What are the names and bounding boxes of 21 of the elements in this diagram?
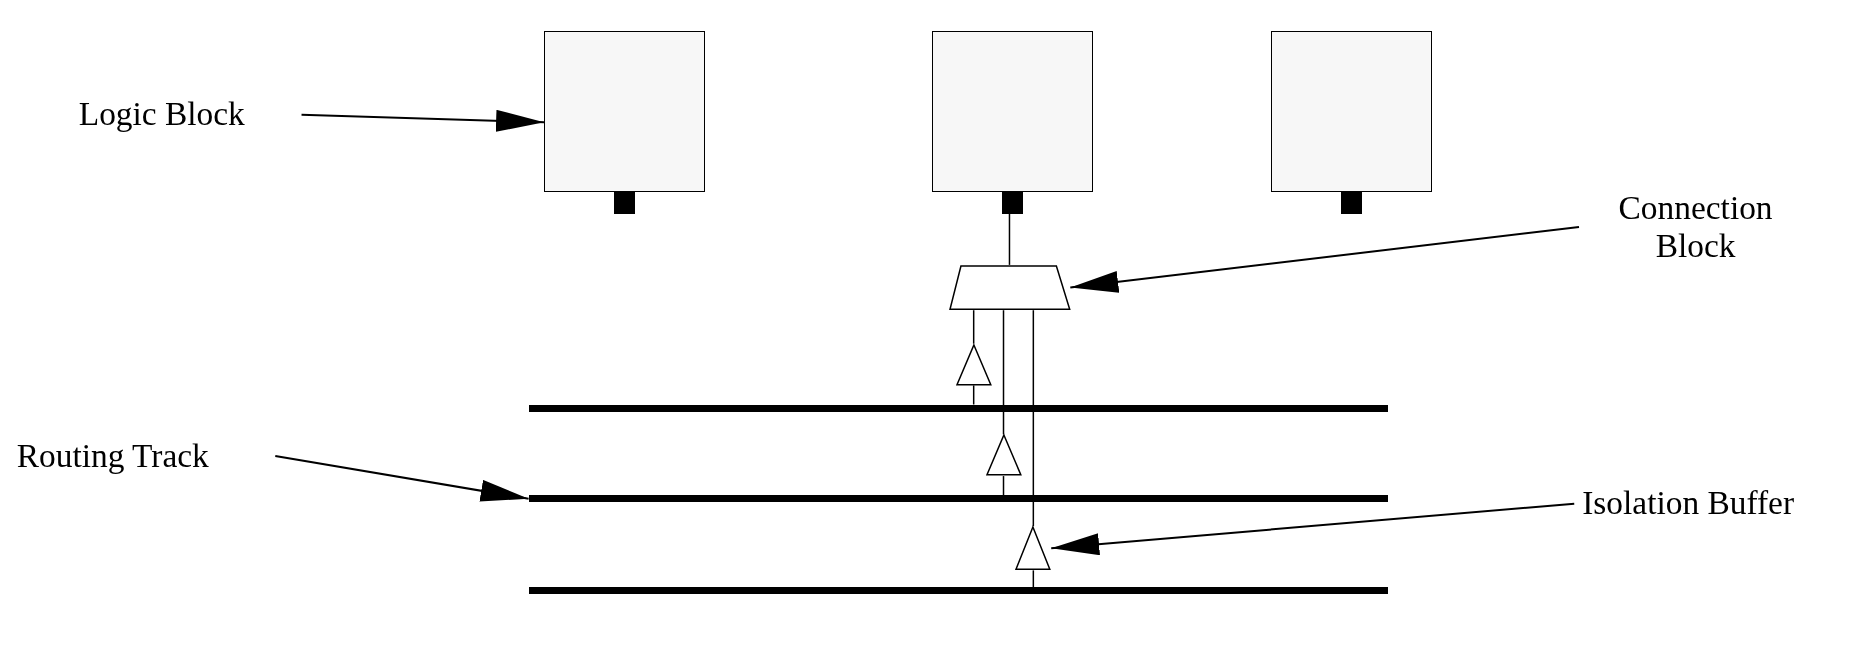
callout-label: Routing Track: [16, 436, 268, 476]
wire: [972, 384, 975, 406]
logic-block-drawing: [931, 31, 1093, 214]
buffer-triangle: [1015, 526, 1052, 571]
leader-arrow: [274, 454, 530, 502]
callout-label: Connection Block: [1587, 188, 1805, 266]
callout-label: Isolation Buffer: [1582, 484, 1852, 523]
wire: [1002, 309, 1005, 436]
wire: [1002, 475, 1005, 496]
logic-block-drawing: [1270, 31, 1432, 214]
callout-label: Logic Block: [78, 95, 294, 134]
wire: [1008, 212, 1011, 266]
buffer-triangle: [955, 343, 992, 386]
leader-arrow: [1069, 225, 1580, 293]
logic-block-drawing: [544, 31, 706, 214]
wire: [1032, 309, 1035, 527]
leader-arrow: [300, 109, 546, 132]
leader-arrow: [1050, 502, 1576, 556]
buffer-triangle: [985, 434, 1022, 477]
multiplexer-symbol: [948, 264, 1071, 311]
wire: [972, 309, 975, 345]
